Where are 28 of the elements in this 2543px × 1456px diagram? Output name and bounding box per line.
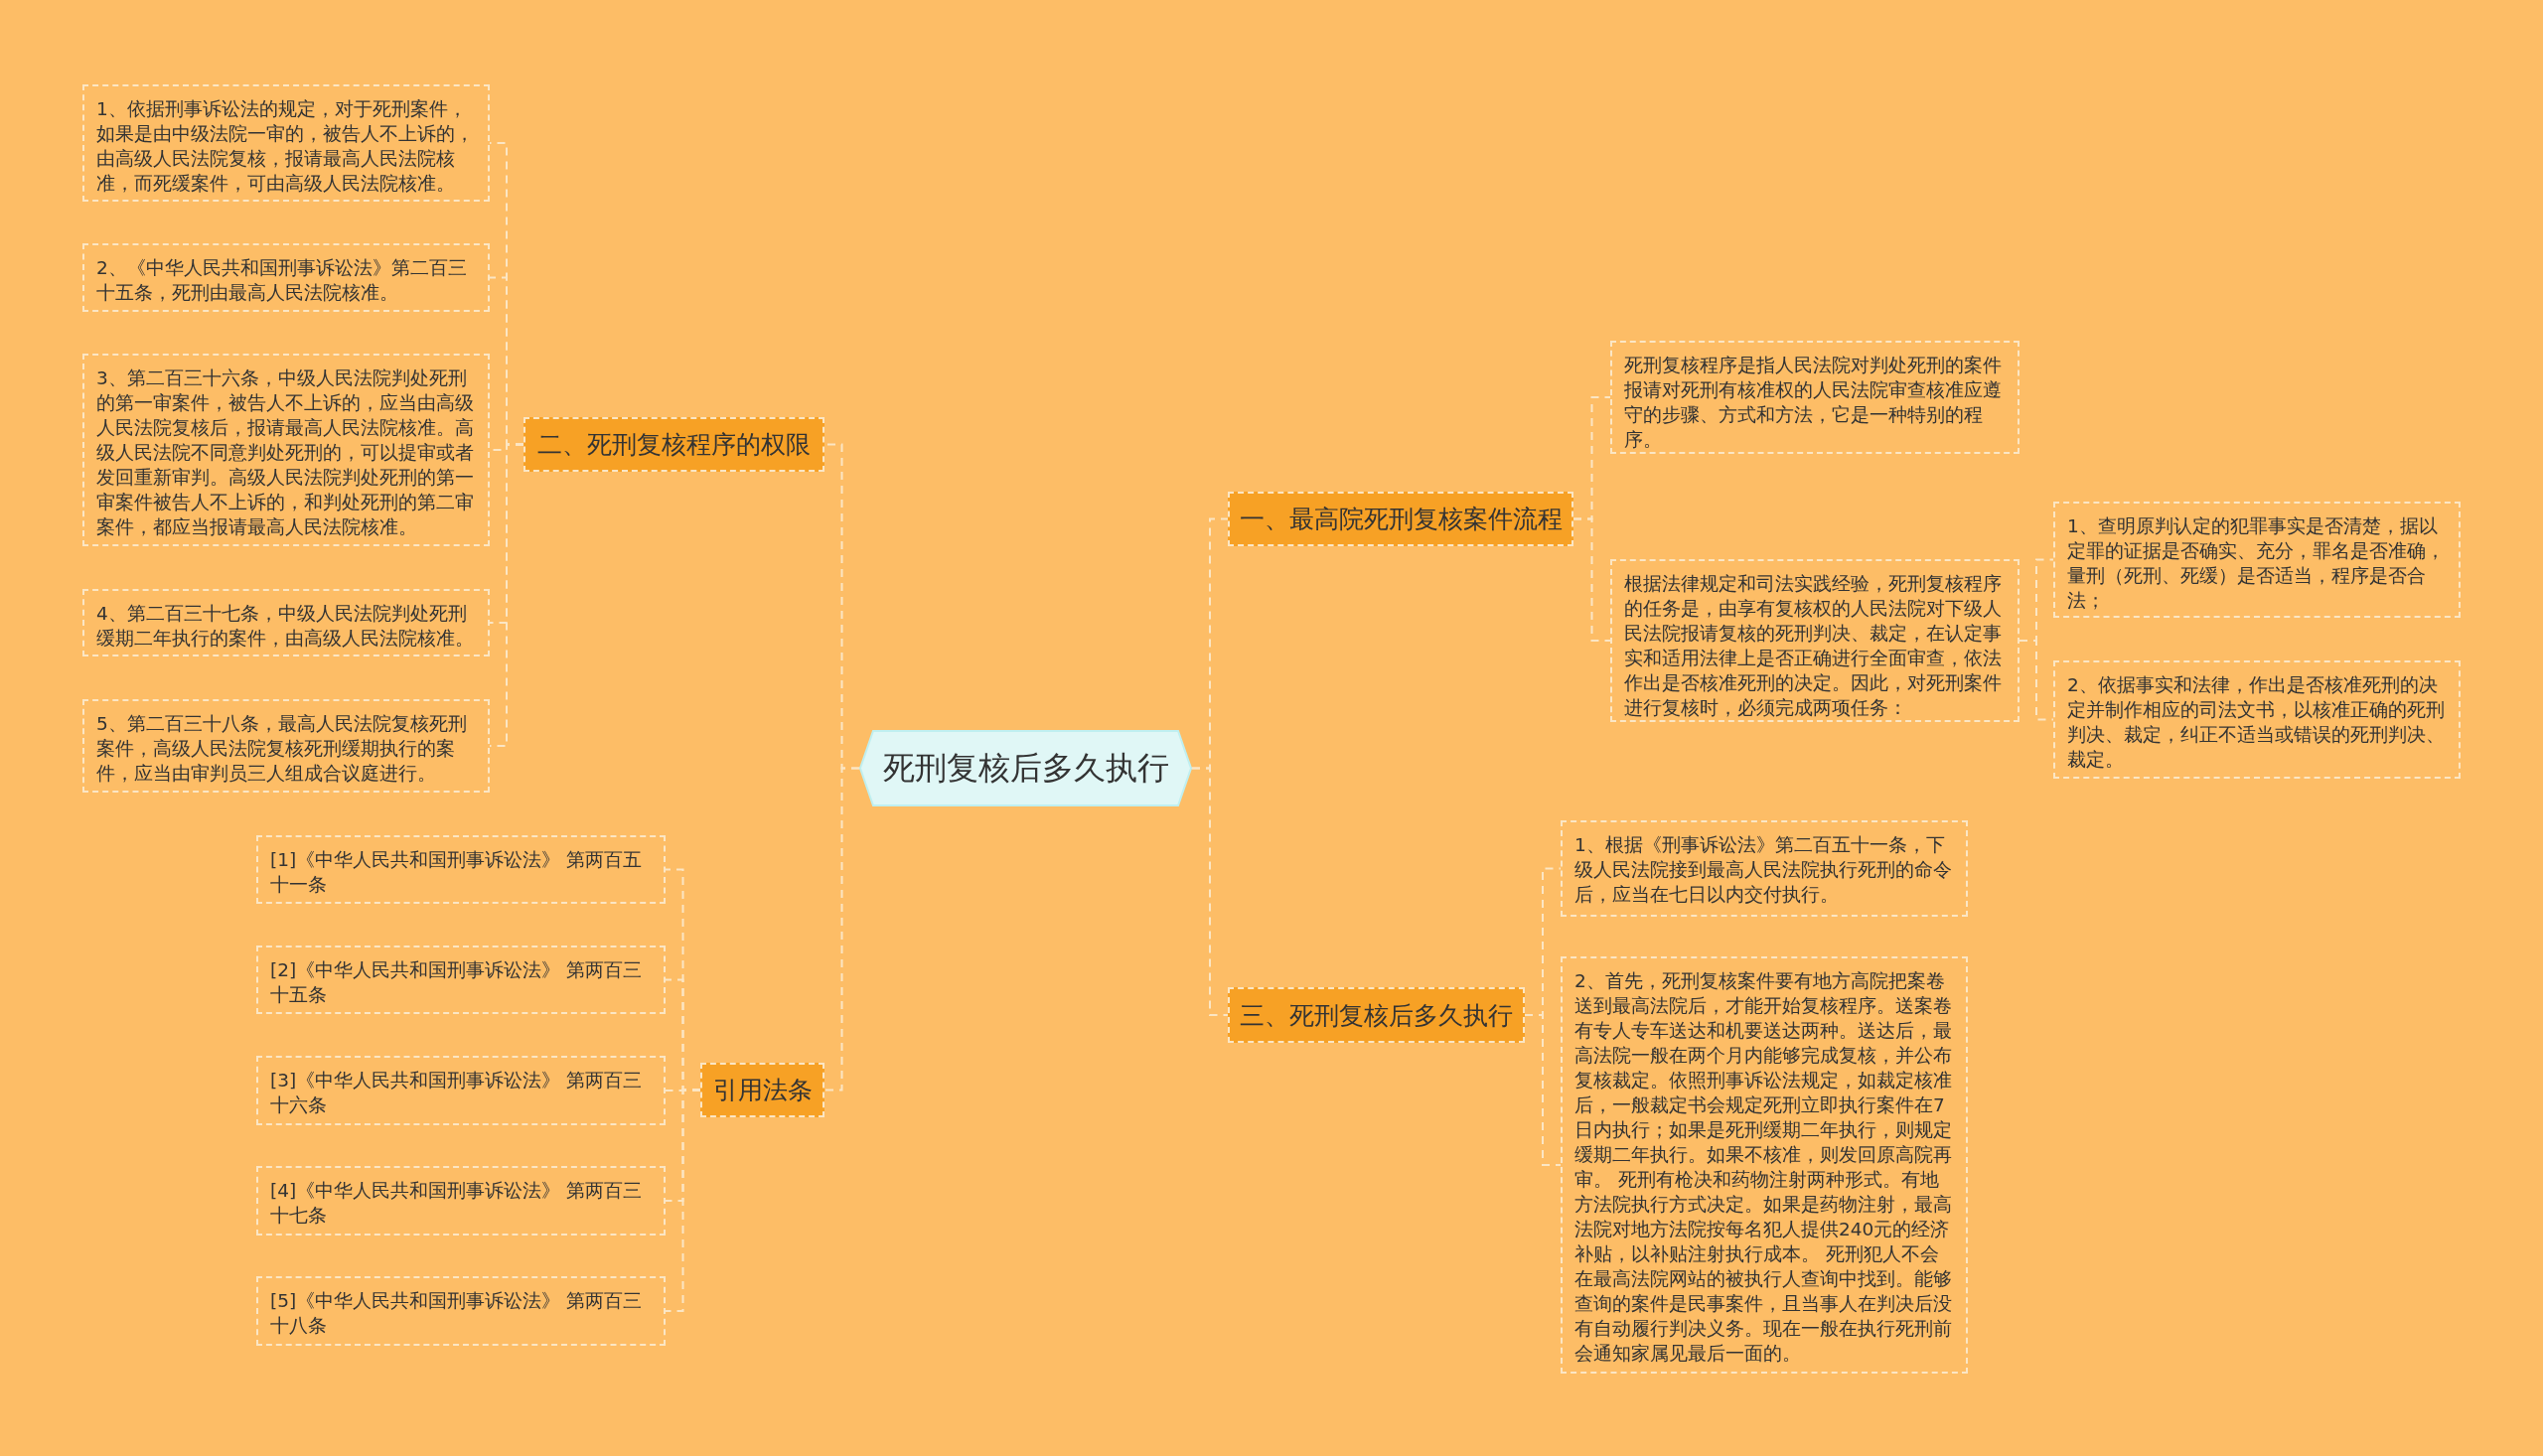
topic-box: 一、最高院死刑复核案件流程 (1228, 492, 1573, 546)
connector-line (489, 443, 524, 747)
connector-line (823, 767, 860, 1092)
text-box: 死刑复核程序是指人民法院对判处死刑的案件报请对死刑有核准权的人民法院审查核准应遵守的步骤、方式和方法，它是一种特别的程序。 (1610, 341, 2019, 454)
text-box: 4、第二百三十七条，中级人民法院判处死刑缓期二年执行的案件，由高级人民法院核准。 (82, 589, 490, 656)
connector-line (1191, 767, 1229, 1016)
text-box: 1、根据《刑事诉讼法》第二百五十一条，下级人民法院接到最高人民法院执行死刑的命令后，应当在七日以内交付执行。 (1561, 820, 1968, 917)
text-box: [1]《中华人民共和国刑事诉讼法》 第两百五十一条 (256, 835, 666, 904)
text-box: 1、查明原判认定的犯罪事实是否清楚，据以定罪的证据是否确实、充分，罪名是否准确，量刑（死刑、死缓）是否适当，程序是否合法； (2053, 502, 2461, 618)
text-box: 2、《中华人民共和国刑事诉讼法》第二百三十五条，死刑由最高人民法院核准。 (82, 243, 490, 312)
text-box: [2]《中华人民共和国刑事诉讼法》 第两百三十五条 (256, 946, 666, 1014)
text-box: 根据法律规定和司法实践经验，死刑复核程序的任务是，由享有复核权的人民法院对下级人民法院报请复核的死刑判决、裁定，在认定事实和适用法律上是否正确进行全面审查，依法作出是否核准死刑的决定。因此，对死刑案件进行复核时，必须完成两项任务： (1610, 559, 2019, 722)
connector-line (1524, 1014, 1562, 1166)
text-box: 2、依据事实和法律，作出是否核准死刑的决定并制作相应的司法文书，以核准正确的死刑判决、裁定，纠正不适当或错误的死刑判决、裁定。 (2053, 660, 2461, 779)
text-box: 2、首先，死刑复核案件要有地方高院把案卷送到最高法院后，才能开始复核程序。送案卷有专人专车送达和机要送达两种。送达后，最高法院一般在两个月内能够完成复核，并公布复核裁定。依照刑事诉讼法规定，如裁定核准后，一般裁定书会规定死刑立即执行案件在7日内执行；如果是死刑缓期二年执行，则规定缓期二年执行。如果不核准，则发回原高院再审。 死刑有枪决和药物注射两种形式。有地方法院执行方式决定。如果是药物注射，最高法院对地方法院按每名犯人提供240元的经济补贴，以补贴注射执行成本。 死刑犯人不会在最高法院网站的被执行人查询中找到。能够查询的案件是民事案件，且当事人在判决后没有自动履行判决义务。现在一般在执行死刑前会通知家属见最后一面的。 (1561, 956, 1968, 1374)
text-box: [5]《中华人民共和国刑事诉讼法》 第两百三十八条 (256, 1276, 666, 1346)
text-box: [3]《中华人民共和国刑事诉讼法》 第两百三十六条 (256, 1056, 666, 1125)
topic-box: 引用法条 (700, 1063, 824, 1117)
text-box: 1、依据刑事诉讼法的规定，对于死刑案件，如果是由中级法院一审的，被告人不上诉的，由高级人民法院复核，报请最高人民法院核准，而死缓案件，可由高级人民法院核准。 (82, 84, 490, 202)
central-topic: 死刑复核后多久执行 (859, 730, 1192, 806)
topic-box: 三、死刑复核后多久执行 (1228, 987, 1525, 1043)
text-box: 3、第二百三十六条，中级人民法院判处死刑的第一审案件，被告人不上诉的，应当由高级人民法院复核后，报请最高人民法院核准。高级人民法院不同意判处死刑的，可以提审或者发回重新审判。高级人民法院判处死刑的第一审案件被告人不上诉的，和判处死刑的第二审案件，都应当报请最高人民法院核准。 (82, 354, 490, 546)
text-box: [4]《中华人民共和国刑事诉讼法》 第两百三十七条 (256, 1166, 666, 1236)
connector-line (665, 1089, 701, 1312)
connector-line (2019, 640, 2054, 721)
topic-box: 二、死刑复核程序的权限 (524, 417, 824, 472)
text-box: 5、第二百三十八条，最高人民法院复核死刑案件，高级人民法院复核死刑缓期执行的案件，应当由审判员三人组成合议庭进行。 (82, 699, 490, 793)
connector-line (1572, 517, 1611, 642)
